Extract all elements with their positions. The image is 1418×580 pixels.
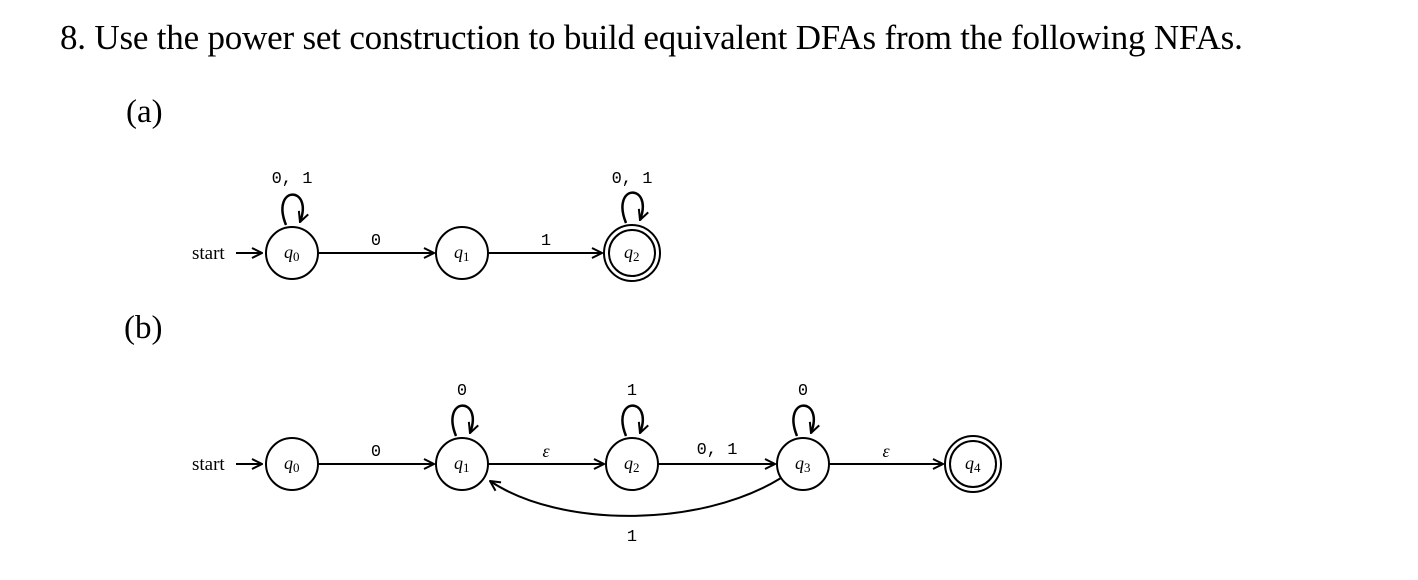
self-loop-q2 (621, 191, 642, 224)
state-subscript: 0 (293, 460, 300, 475)
problem-heading: 8. Use the power set construction to bui… (60, 18, 1243, 57)
state-subscript: 0 (293, 249, 300, 264)
start-label: start (192, 454, 225, 475)
state-subscript: 1 (463, 460, 470, 475)
transition-label: 0 (371, 232, 381, 251)
state-q2-accepting: q2 (603, 224, 661, 282)
transition-label: 0, 1 (612, 170, 653, 189)
nfa-a: start q0 q1 q2 0, 1 0 1 0, 1 (192, 170, 661, 282)
svg-text:q2: q2 (624, 242, 640, 264)
transition-label: 0, 1 (697, 441, 738, 460)
state-subscript: 2 (633, 460, 640, 475)
state-subscript: 1 (463, 249, 470, 264)
state-q4-accepting: q4 (944, 435, 1002, 493)
state-subscript: 2 (633, 249, 640, 264)
state-subscript: 3 (804, 460, 811, 475)
state-name: q (624, 453, 633, 473)
svg-text:q0: q0 (284, 242, 300, 264)
start-label: start (192, 243, 225, 264)
edge-q3-q1 (490, 477, 782, 517)
state-q1: q1 (435, 437, 489, 491)
part-b-label: (b) (124, 310, 163, 346)
state-q0: q0 (265, 226, 319, 280)
part-a-label: (a) (126, 94, 163, 130)
svg-text:q1: q1 (454, 453, 470, 475)
self-loop-q2 (621, 404, 642, 437)
transition-label: 0 (457, 382, 467, 401)
svg-text:q2: q2 (624, 453, 640, 475)
state-q3: q3 (776, 437, 830, 491)
transition-label: 0 (798, 382, 808, 401)
transition-label: ε (882, 441, 890, 461)
transition-label: 0 (371, 443, 381, 462)
self-loop-q3 (792, 404, 813, 437)
self-loop-q0 (281, 193, 302, 226)
transition-label: 0, 1 (272, 170, 313, 189)
state-name: q (965, 453, 974, 473)
state-name: q (795, 453, 804, 473)
state-name: q (624, 242, 633, 262)
transition-label: 1 (541, 232, 551, 251)
state-name: q (454, 242, 463, 262)
state-name: q (284, 453, 293, 473)
transition-label: ε (542, 441, 550, 461)
state-name: q (454, 453, 463, 473)
self-loop-q1 (451, 404, 472, 437)
svg-text:q0: q0 (284, 453, 300, 475)
state-q1: q1 (435, 226, 489, 280)
nfa-b: start q0 q1 q2 q3 q4 0 (192, 382, 1002, 547)
transition-label: 1 (627, 382, 637, 401)
state-q2: q2 (605, 437, 659, 491)
svg-text:q4: q4 (965, 453, 981, 475)
transition-label: 1 (627, 528, 637, 547)
svg-text:q1: q1 (454, 242, 470, 264)
svg-text:q3: q3 (795, 453, 811, 475)
state-name: q (284, 242, 293, 262)
state-q0: q0 (265, 437, 319, 491)
state-subscript: 4 (974, 460, 981, 475)
